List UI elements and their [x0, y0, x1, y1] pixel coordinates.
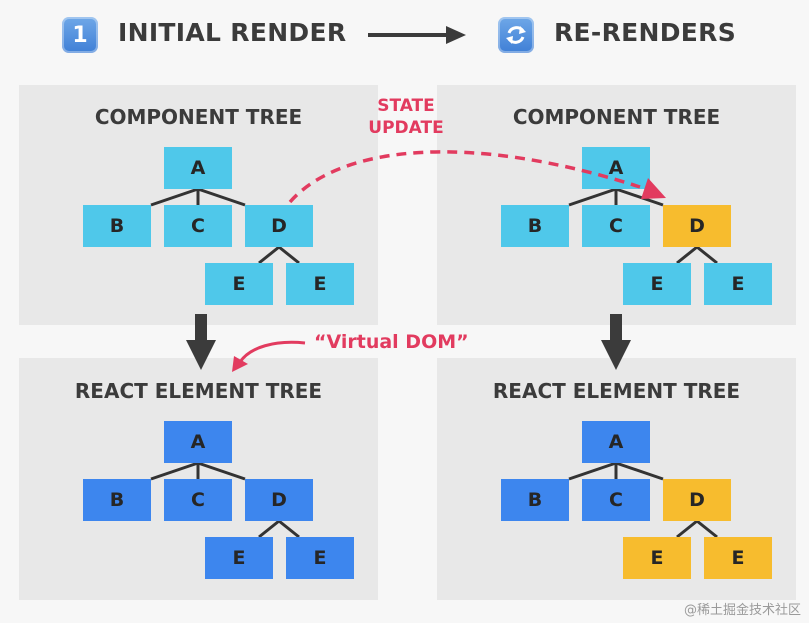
- tree-node-d: D: [245, 479, 313, 521]
- tree-node-e-left: E: [623, 263, 691, 305]
- panel-title: COMPONENT TREE: [512, 105, 721, 129]
- tree-node-b: B: [501, 479, 569, 521]
- state-update-line2: UPDATE: [368, 118, 444, 138]
- tree-node-e-right: E: [286, 537, 354, 579]
- header: 1 INITIAL RENDER RE-RENDERS: [0, 0, 809, 72]
- panel-title: REACT ELEMENT TREE: [492, 379, 741, 403]
- step-one-badge-icon: 1: [62, 17, 98, 53]
- tree-node-d: D: [245, 205, 313, 247]
- rerender-element-tree-panel: REACT ELEMENT TREE A B C D E E: [437, 358, 796, 600]
- initial-render-title: INITIAL RENDER: [118, 18, 347, 47]
- tree-node-a: A: [582, 421, 650, 463]
- rerender-component-tree-panel: COMPONENT TREE A B C D E E: [437, 85, 796, 325]
- panel-title: COMPONENT TREE: [94, 105, 303, 129]
- tree-node-e-right: E: [704, 263, 772, 305]
- panel-title: REACT ELEMENT TREE: [74, 379, 323, 403]
- re-renders-title: RE-RENDERS: [554, 18, 737, 47]
- tree-node-e-left-updated: E: [623, 537, 691, 579]
- tree-node-e-right: E: [286, 263, 354, 305]
- initial-component-tree-panel: COMPONENT TREE A B C D E E: [19, 85, 378, 325]
- tree-node-d-updated: D: [663, 479, 731, 521]
- tree-node-a: A: [164, 147, 232, 189]
- tree-node-c: C: [582, 205, 650, 247]
- tree-node-b: B: [83, 205, 151, 247]
- tree-node-a: A: [582, 147, 650, 189]
- tree-node-e-left: E: [205, 263, 273, 305]
- refresh-icon: [498, 17, 534, 53]
- tree-node-c: C: [582, 479, 650, 521]
- tree-node-c: C: [164, 479, 232, 521]
- tree-node-a: A: [164, 421, 232, 463]
- tree-node-b: B: [83, 479, 151, 521]
- tree-node-c: C: [164, 205, 232, 247]
- tree-node-b: B: [501, 205, 569, 247]
- state-update-line1: STATE: [377, 96, 435, 116]
- tree-node-e-left: E: [205, 537, 273, 579]
- tree-node-d-updated: D: [663, 205, 731, 247]
- tree-node-e-right-updated: E: [704, 537, 772, 579]
- virtual-dom-label: “Virtual DOM”: [314, 331, 469, 353]
- watermark: @稀土掘金技术社区: [683, 603, 801, 618]
- state-update-label: STATE UPDATE: [360, 95, 452, 139]
- initial-element-tree-panel: REACT ELEMENT TREE A B C D E E: [19, 358, 378, 600]
